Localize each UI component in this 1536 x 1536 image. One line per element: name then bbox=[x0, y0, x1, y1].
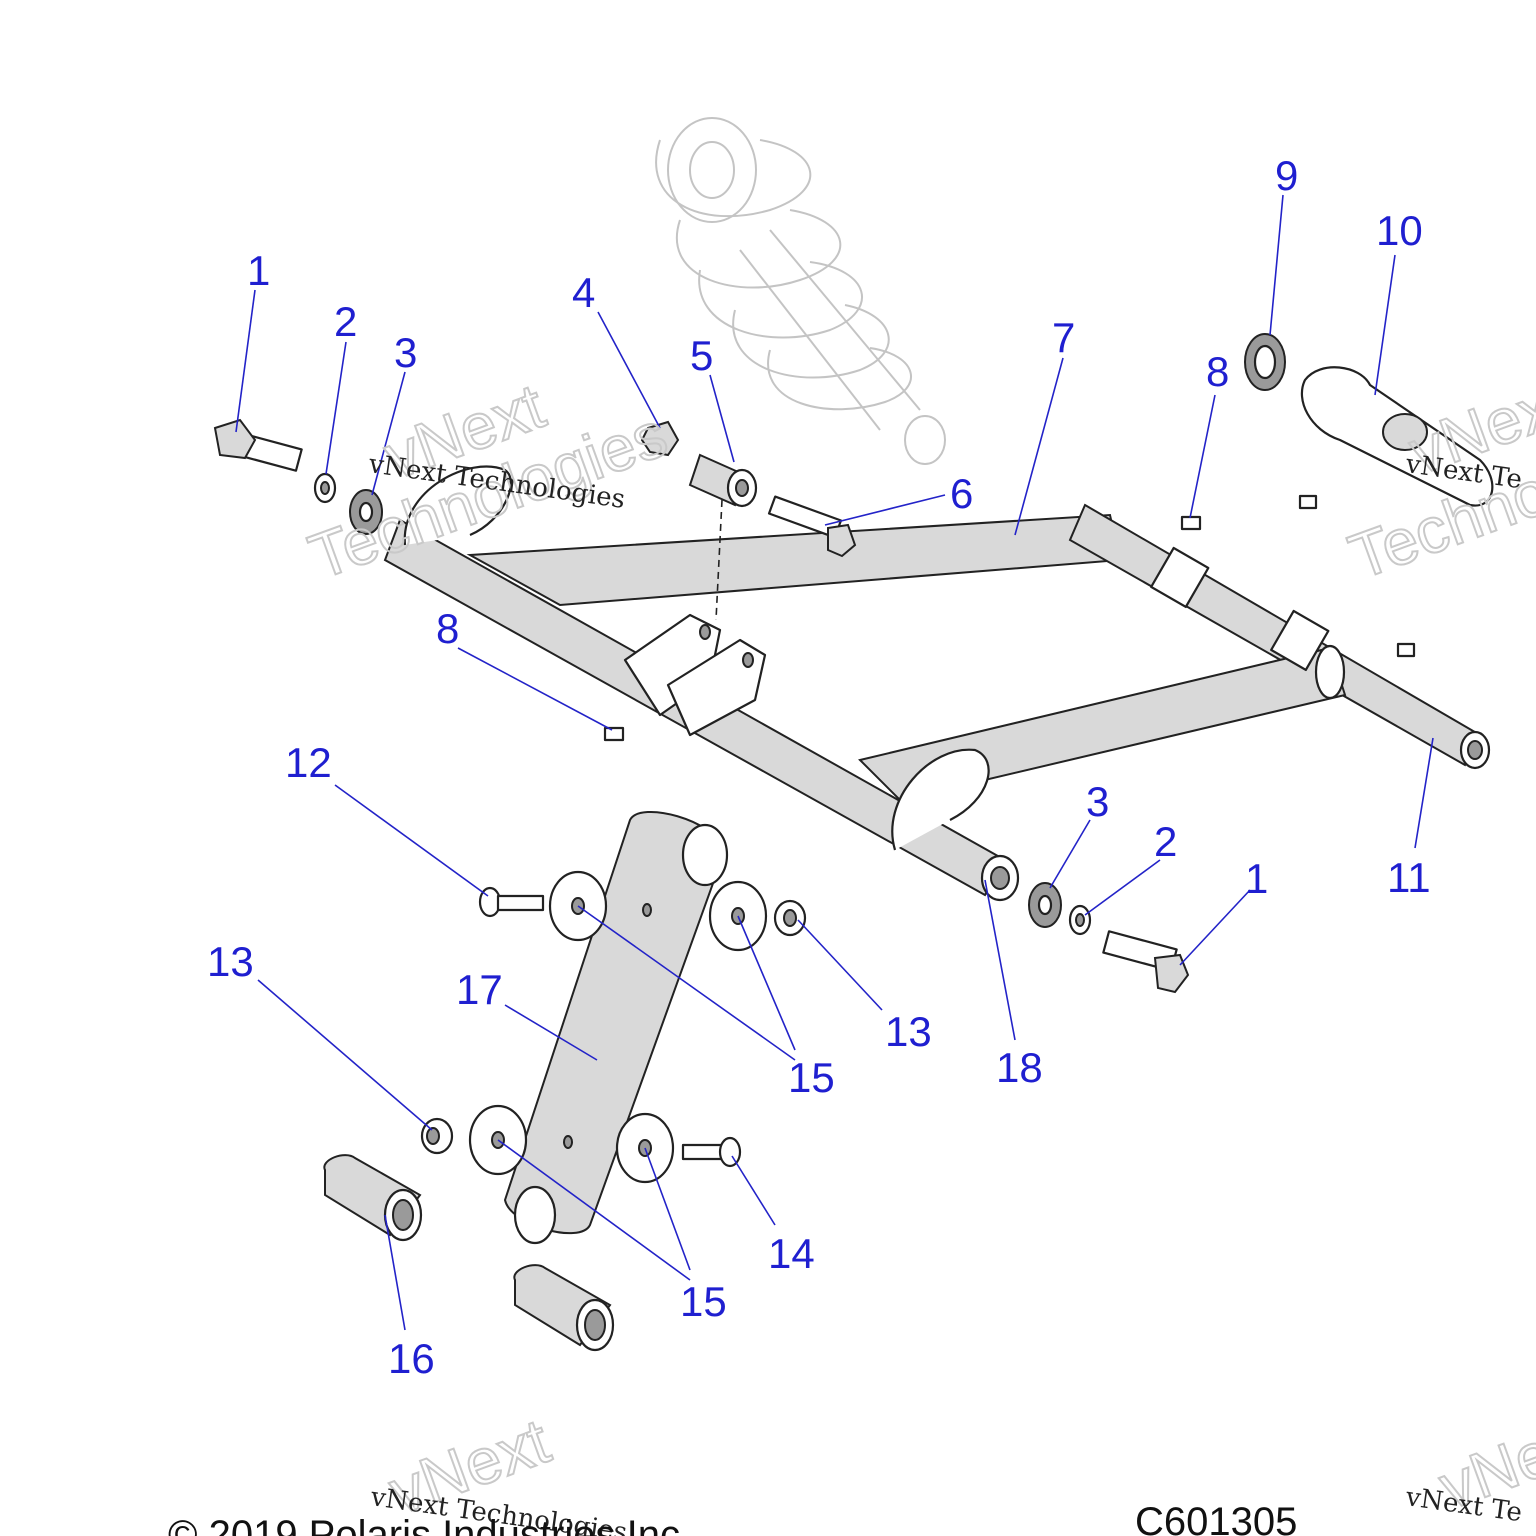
callout-13-right: 13 bbox=[885, 1008, 932, 1055]
callout-16: 16 bbox=[388, 1335, 435, 1382]
figure-code: C601305 bbox=[1135, 1500, 1297, 1536]
bushing-16-a bbox=[323, 1154, 423, 1242]
callout-2-right: 2 bbox=[1154, 818, 1177, 865]
callout-3-right: 3 bbox=[1086, 778, 1109, 825]
callout-7: 7 bbox=[1052, 314, 1075, 361]
washer-3-left bbox=[349, 489, 383, 535]
alignment-line bbox=[715, 499, 723, 621]
swing-arm-frame bbox=[383, 465, 1491, 902]
callout-13-left: 13 bbox=[207, 938, 254, 985]
callout-9: 9 bbox=[1275, 152, 1298, 199]
callout-11: 11 bbox=[1387, 854, 1431, 901]
callout-14: 14 bbox=[768, 1230, 815, 1277]
grease-fitting-8-left bbox=[603, 726, 625, 742]
shock-absorber-ghost bbox=[655, 117, 946, 465]
washer-2-left bbox=[313, 472, 337, 504]
callout-12: 12 bbox=[285, 739, 332, 786]
callout-1-top: 1 bbox=[247, 247, 270, 294]
nut-4 bbox=[640, 420, 680, 457]
bolt-1-left bbox=[213, 418, 303, 472]
callout-numbers: 1 2 3 4 5 6 7 8 9 10 8 12 3 2 1 11 13 17… bbox=[207, 152, 1431, 1382]
bolt-6 bbox=[767, 495, 857, 558]
sleeve-5 bbox=[688, 453, 758, 508]
callout-15-lower: 15 bbox=[680, 1278, 727, 1325]
callout-17: 17 bbox=[456, 966, 503, 1013]
link-17 bbox=[503, 811, 729, 1245]
nut-13-left bbox=[420, 1117, 454, 1155]
grease-fitting-8-top bbox=[1180, 515, 1202, 531]
bolt-14 bbox=[681, 1136, 742, 1168]
callout-3-top: 3 bbox=[394, 329, 417, 376]
washer-2-right bbox=[1068, 904, 1092, 936]
callout-4: 4 bbox=[572, 269, 595, 316]
callout-8-left: 8 bbox=[436, 605, 459, 652]
callout-6: 6 bbox=[950, 470, 973, 517]
bolt-12 bbox=[478, 886, 545, 918]
bushing-16-b bbox=[513, 1264, 615, 1352]
nut-13-right bbox=[773, 899, 807, 937]
callout-18: 18 bbox=[996, 1044, 1043, 1091]
bolt-1-right bbox=[1102, 930, 1190, 994]
callout-5: 5 bbox=[690, 332, 713, 379]
leader-lines bbox=[235, 194, 1434, 1331]
callout-8-top: 8 bbox=[1206, 348, 1229, 395]
grease-fitting-right bbox=[1396, 642, 1416, 658]
washer-3-right bbox=[1028, 882, 1062, 928]
washer-9 bbox=[1244, 333, 1286, 391]
bracket-10 bbox=[1300, 366, 1494, 507]
callout-1-right: 1 bbox=[1245, 855, 1268, 902]
callout-10: 10 bbox=[1376, 207, 1423, 254]
copyright-text: © 2019 Polaris Industries Inc. bbox=[168, 1513, 691, 1536]
callout-15-upper: 15 bbox=[788, 1054, 835, 1101]
grease-fitting-upper-right bbox=[1298, 494, 1318, 510]
callout-2-top: 2 bbox=[334, 298, 357, 345]
